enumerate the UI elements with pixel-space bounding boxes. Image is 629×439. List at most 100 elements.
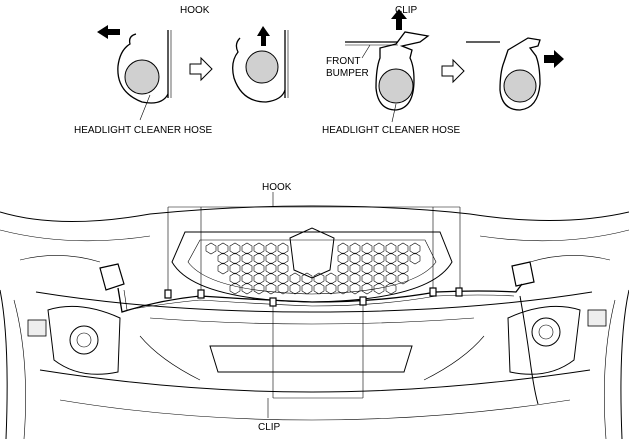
grille-cell [385, 252, 397, 265]
grille-cell [409, 242, 421, 255]
hose-label-left: HEADLIGHT CLEANER HOSE [74, 125, 213, 136]
grille-cell [265, 272, 277, 285]
grille-cell [253, 242, 265, 255]
grille-cell [217, 262, 229, 275]
grille-cell [337, 262, 349, 275]
right-fog-lamp-recess [507, 305, 581, 375]
grille-cell [289, 272, 301, 285]
left-washer-nozzle [99, 263, 125, 291]
grille-cell [373, 272, 385, 285]
right-fog-lamp [531, 317, 561, 347]
grille-cell [253, 262, 265, 275]
grille-cell [361, 262, 373, 275]
hook-callout-label: HOOK [262, 182, 292, 193]
clip-top-label: CLIP [395, 5, 418, 16]
grille-cell [241, 242, 253, 255]
clip-step-1 [345, 9, 430, 111]
left-fog-lamp-recess [47, 305, 121, 375]
hook-1 [164, 289, 172, 299]
grille-cell [385, 282, 397, 295]
hood-edge [0, 205, 629, 223]
headlight-cleaner-hose-section [503, 69, 537, 103]
grille-cell [397, 262, 409, 275]
grille-cell [265, 242, 277, 255]
grille-cell [205, 242, 217, 255]
arrow-up-icon [257, 26, 270, 46]
grille-cell [313, 282, 325, 295]
grille-cell [217, 252, 229, 265]
right-fender-edge [620, 289, 629, 439]
grille-mesh [205, 242, 421, 295]
grille-cell [349, 252, 361, 265]
hook-clip-outline [232, 37, 286, 103]
grille-cell [361, 272, 373, 285]
front-bumper-label-line1: FRONT [326, 56, 360, 67]
hose-leader-line [391, 103, 397, 123]
clip-body-outline [375, 31, 430, 111]
grille-cell [397, 272, 409, 285]
grille-cell [253, 252, 265, 265]
grille-cell [241, 252, 253, 265]
hook-4 [455, 287, 463, 297]
grille-cell [385, 262, 397, 275]
grille-cell [265, 282, 277, 295]
clip-body-outline [499, 37, 541, 111]
grille-cell [337, 252, 349, 265]
headlight-cleaner-hose-section [124, 59, 160, 95]
clip-2 [359, 296, 367, 306]
grille-cell [385, 272, 397, 285]
clip-detail: CLIP FRONT BUMPER HEADLIGHT CLEANER HOSE [322, 5, 564, 136]
grille-cell [349, 262, 361, 275]
outline-arrow-right-icon [441, 58, 465, 84]
grille-cell [301, 282, 313, 295]
arrow-up-icon [391, 9, 407, 30]
grille-cell [337, 242, 349, 255]
grille-cell [361, 242, 373, 255]
hose-right-drop [519, 295, 539, 405]
grille-cell [373, 262, 385, 275]
grille-cell [373, 282, 385, 295]
hook-2 [197, 289, 205, 299]
grille-cell [265, 262, 277, 275]
bumper-lower-edge [39, 369, 591, 393]
left-fender-edge [0, 289, 8, 439]
clip-step-2 [466, 37, 564, 111]
grille-cell [217, 242, 229, 255]
outline-arrow-right-icon [189, 56, 213, 82]
grille-cell [373, 252, 385, 265]
grille-cell [277, 262, 289, 275]
grille-cell [397, 252, 409, 265]
grille-cell [241, 272, 253, 285]
clip-callout-label: CLIP [258, 422, 281, 433]
grille-cell [229, 242, 241, 255]
grille-frame [171, 231, 453, 303]
hook-clip-outline [117, 33, 169, 104]
grille-cell [325, 282, 337, 295]
hook-3 [429, 287, 437, 297]
bumper-upper-edge [35, 291, 593, 313]
front-bumper-label-line2: BUMPER [326, 68, 369, 79]
grille-cell [301, 272, 313, 285]
grille-cell [397, 242, 409, 255]
grille-cell [241, 282, 253, 295]
arrow-right-icon [544, 50, 564, 68]
grille-cell [229, 262, 241, 275]
grille-cell [385, 242, 397, 255]
grille-cell [229, 272, 241, 285]
grille-cell [373, 242, 385, 255]
grille-cell [325, 272, 337, 285]
grille-cell [241, 262, 253, 275]
lower-grille-opening [209, 345, 413, 373]
grille-cell [313, 272, 325, 285]
grille-cell [277, 242, 289, 255]
hook-step-2 [232, 26, 289, 103]
grille-cell [337, 282, 349, 295]
hook-detail: HOOK HEADLIGHT CLEANER HOSE [74, 5, 289, 136]
grille-cell [349, 282, 361, 295]
front-bumper-assembly: HOOK CLIP [0, 182, 629, 439]
grille-cell [253, 272, 265, 285]
grille-cell [349, 272, 361, 285]
grille-cell [277, 282, 289, 295]
left-bracket [27, 319, 47, 337]
grille-cell [409, 252, 421, 265]
